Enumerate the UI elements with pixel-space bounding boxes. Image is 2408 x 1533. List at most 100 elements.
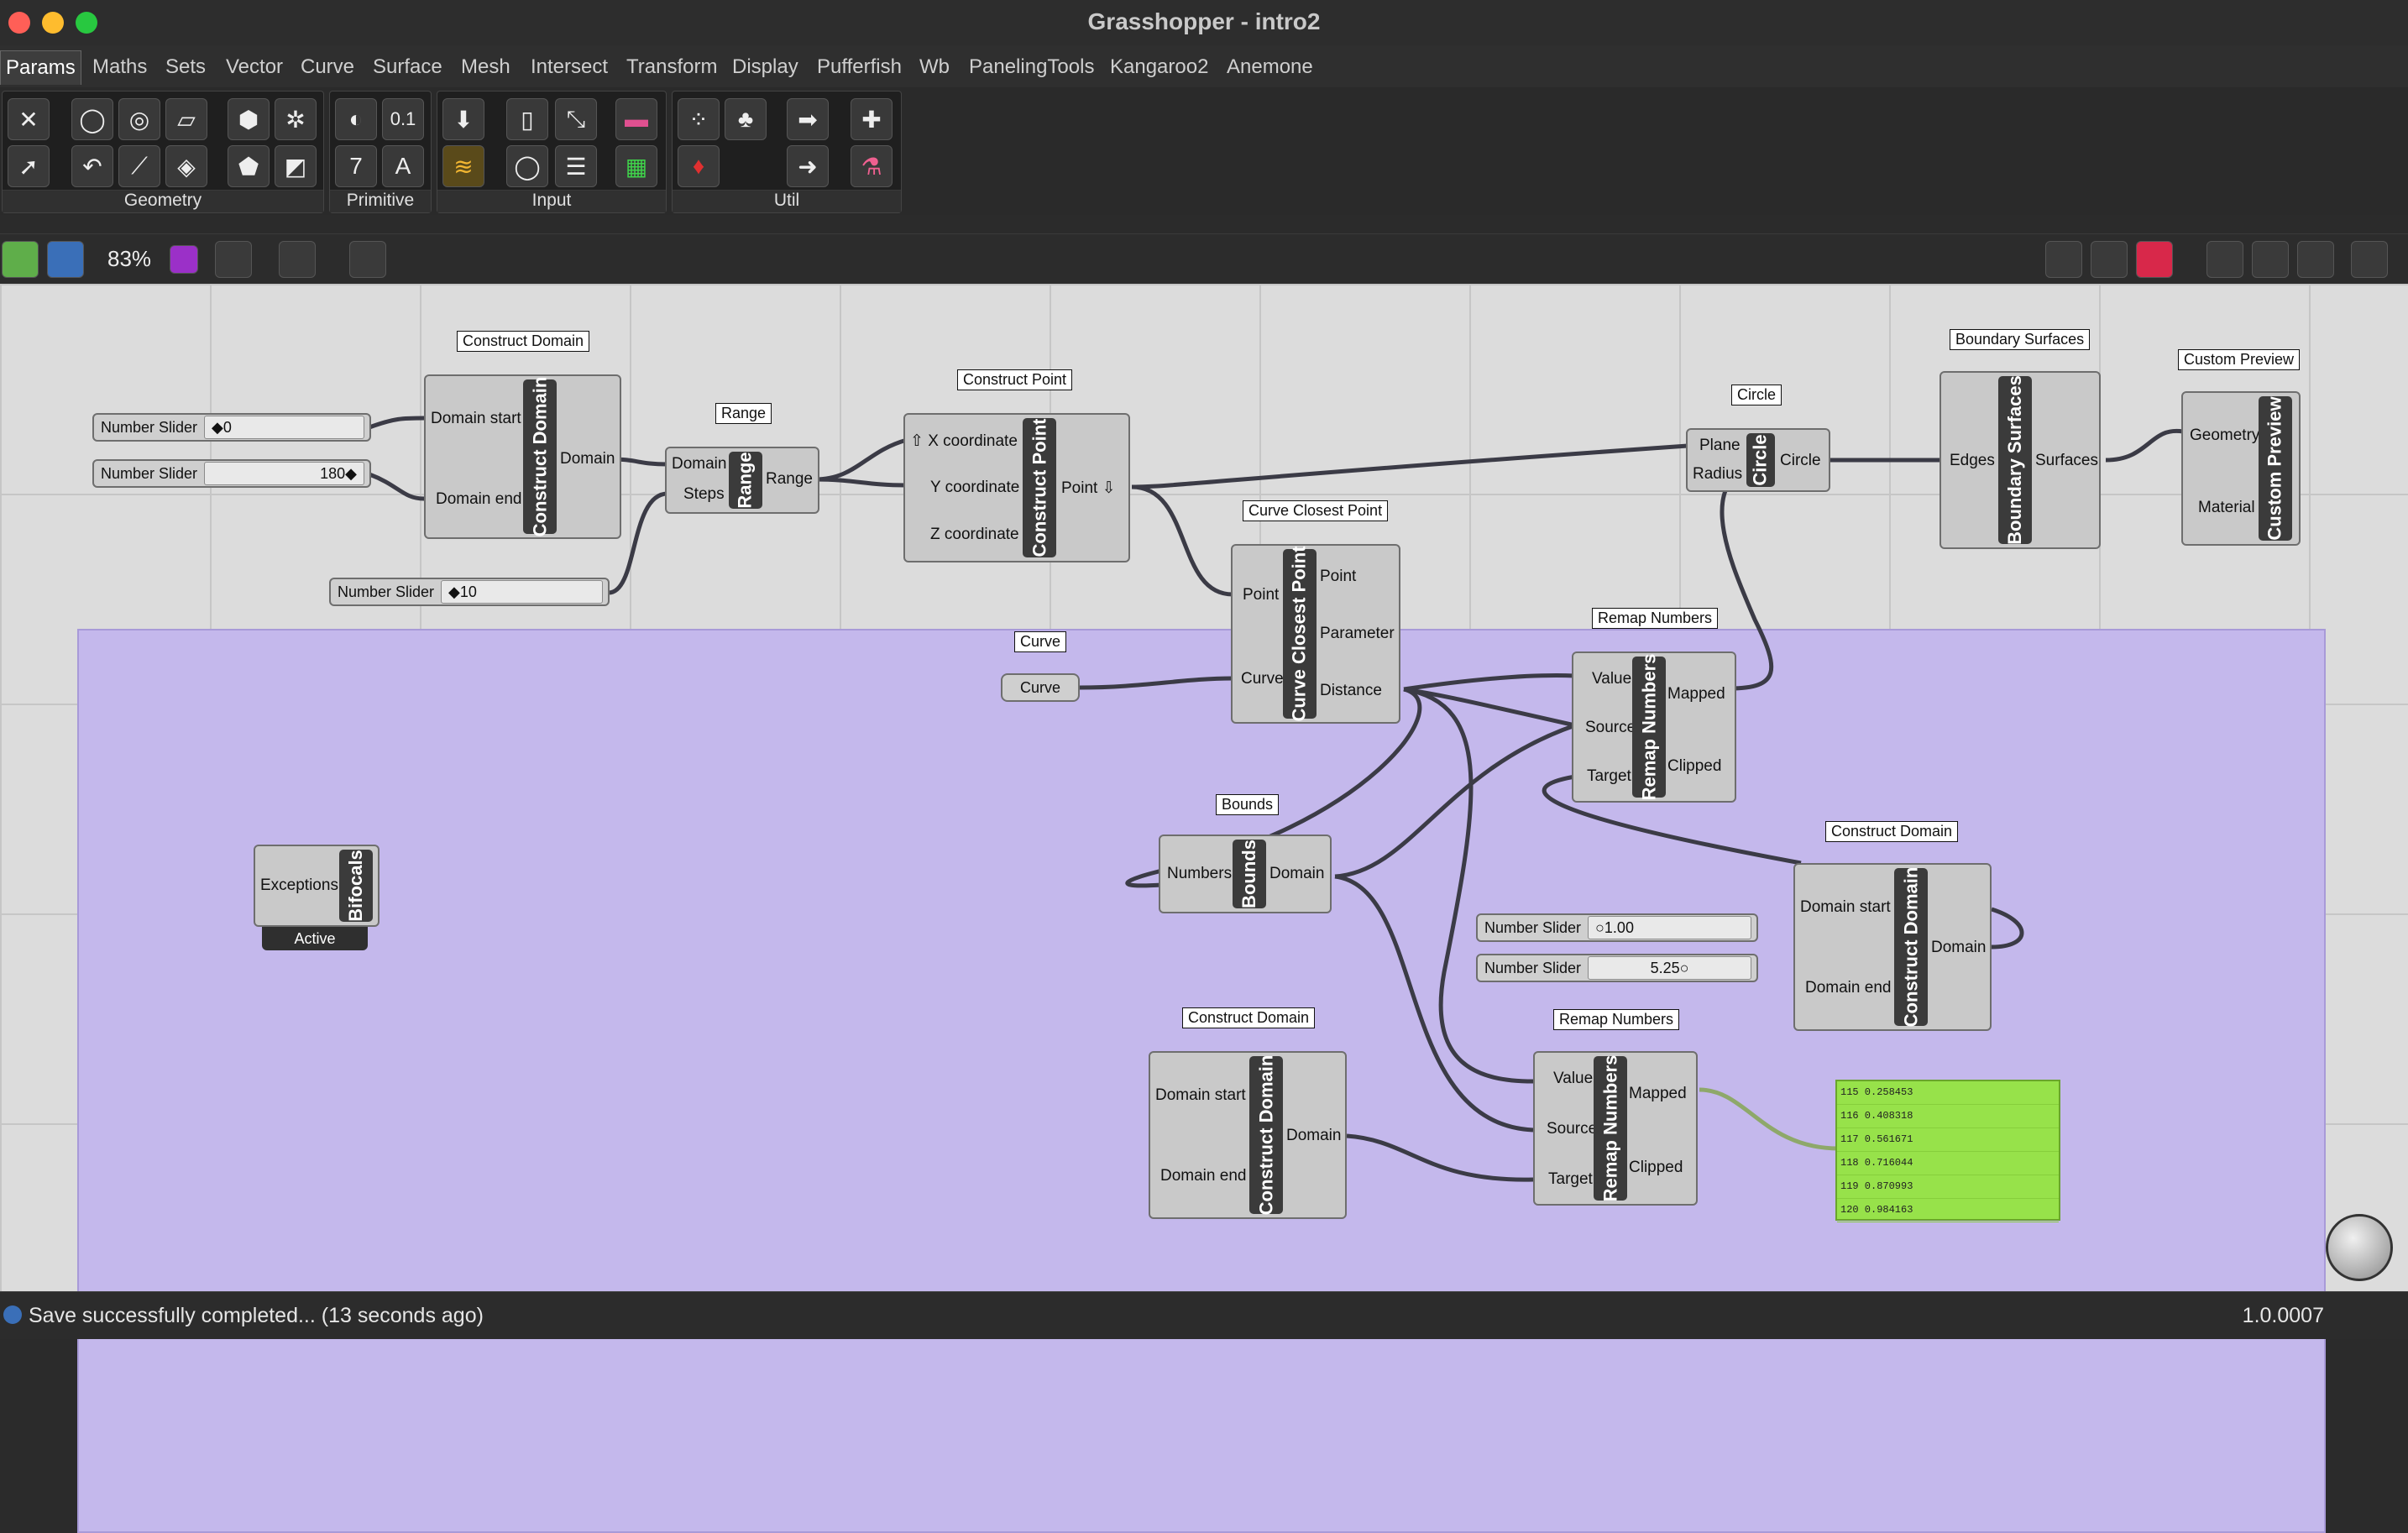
preview-color-icon[interactable] (2297, 241, 2334, 278)
input-y-coordinate[interactable]: Y coordinate (930, 479, 1020, 496)
number-slider-target-end[interactable]: Number Slider 5.25○ (1476, 954, 1758, 982)
input-source[interactable]: Source (1585, 719, 1636, 736)
material-icon[interactable]: ✚ (851, 98, 893, 140)
palette-icon[interactable]: ▦ (615, 145, 657, 187)
component-core[interactable]: Remap Numbers (1594, 1055, 1627, 1201)
bounds-component[interactable]: Numbers Bounds Domain (1159, 835, 1332, 913)
value-list-icon[interactable]: ☰ (555, 145, 597, 187)
line-icon[interactable]: ⟋ (118, 145, 160, 187)
vector-icon[interactable]: ➚ (8, 145, 50, 187)
input-geometry[interactable]: Geometry (2190, 426, 2260, 444)
zoom-extents-icon[interactable] (215, 241, 252, 278)
component-core[interactable]: Construct Domain (1249, 1055, 1283, 1215)
import-icon[interactable]: ⬇ (442, 98, 484, 140)
arc-icon[interactable]: ◎ (118, 98, 160, 140)
component-core[interactable]: Construct Domain (523, 377, 557, 536)
menu-transform[interactable]: Transform (626, 55, 718, 78)
component-core[interactable]: Construct Domain (1894, 867, 1928, 1027)
preview-selected-icon[interactable] (2206, 241, 2243, 278)
output-clipped[interactable]: Clipped (1629, 1159, 1683, 1176)
number-slider-start[interactable]: Number Slider ◆0 (92, 413, 371, 442)
menu-intersect[interactable]: Intersect (531, 55, 609, 78)
menu-surface[interactable]: Surface (373, 55, 442, 78)
output-mapped[interactable]: Mapped (1629, 1085, 1687, 1102)
number-slider-end[interactable]: Number Slider 180◆ (92, 459, 371, 488)
menu-mesh[interactable]: Mesh (461, 55, 510, 78)
toggle-icon[interactable]: ▯ (506, 98, 548, 140)
input-source[interactable]: Source (1547, 1120, 1598, 1138)
input-domain-end[interactable]: Domain end (1160, 1167, 1247, 1185)
plane-icon[interactable]: ▱ (165, 98, 207, 140)
preview-wire-icon[interactable] (2091, 241, 2128, 278)
menu-params[interactable]: Params (0, 50, 81, 85)
component-core[interactable]: Circle (1746, 433, 1775, 487)
input-steps[interactable]: Steps (683, 485, 725, 503)
input-curve[interactable]: Curve (1241, 670, 1284, 688)
mesh-icon[interactable]: ✲ (275, 98, 317, 140)
text-icon[interactable]: A (382, 145, 424, 187)
box-icon[interactable]: ⬢ (228, 98, 270, 140)
input-target[interactable]: Target (1548, 1170, 1593, 1188)
output-range[interactable]: Range (766, 470, 813, 488)
x-icon[interactable]: ✕ (8, 98, 50, 140)
preview-mesh-icon[interactable] (2252, 241, 2289, 278)
menu-vector[interactable]: Vector (226, 55, 284, 78)
output-domain[interactable]: Domain (1286, 1127, 1342, 1144)
input-value[interactable]: Value (1592, 670, 1632, 688)
cherry-icon[interactable]: ♦ (678, 145, 720, 187)
zoom-level[interactable]: 83% (107, 246, 152, 271)
slider-track[interactable]: ○1.00 (1588, 916, 1751, 939)
grasshopper-canvas[interactable]: Number Slider ◆0 Number Slider 180◆ Numb… (0, 284, 2408, 1533)
output-point[interactable]: Point (1320, 568, 1357, 585)
input-target[interactable]: Target (1587, 767, 1631, 785)
dial-icon[interactable]: ◯ (506, 145, 548, 187)
input-domain[interactable]: Domain (672, 455, 727, 473)
arrow-right-icon[interactable]: ➜ (787, 145, 829, 187)
curve-icon[interactable]: ↶ (71, 145, 113, 187)
input-x-coordinate[interactable]: ⇧ X coordinate (910, 432, 1018, 450)
menu-display[interactable]: Display (732, 55, 798, 78)
input-radius[interactable]: Radius (1693, 465, 1743, 483)
input-plane[interactable]: Plane (1699, 437, 1741, 454)
menu-panelingtools[interactable]: PanelingTools (969, 55, 1095, 78)
output-clipped[interactable]: Clipped (1667, 757, 1722, 775)
preview-shaded-icon[interactable] (2136, 241, 2173, 278)
input-material[interactable]: Material (2198, 499, 2255, 516)
input-numbers[interactable]: Numbers (1167, 865, 1233, 882)
input-z-coordinate[interactable]: Z coordinate (930, 526, 1019, 543)
preview-eye-icon[interactable] (279, 241, 316, 278)
input-domain-start[interactable]: Domain start (431, 410, 521, 427)
input-domain-start[interactable]: Domain start (1800, 898, 1891, 916)
number-slider-target-start[interactable]: Number Slider ○1.00 (1476, 913, 1758, 942)
output-panel[interactable]: 115 0.258453 116 0.408318 117 0.561671 1… (1835, 1080, 2060, 1222)
input-domain-end[interactable]: Domain end (1805, 979, 1892, 997)
boundary-surfaces-component[interactable]: Edges Boundary Surfaces Surfaces (1939, 371, 2101, 549)
brep-icon[interactable]: ⬟ (228, 145, 270, 187)
new-file-icon[interactable] (2, 241, 39, 278)
output-distance[interactable]: Distance (1320, 682, 1382, 699)
construct-point-component[interactable]: ⇧ X coordinate Y coordinate Z coordinate… (903, 413, 1130, 562)
sketch-pen-icon[interactable] (349, 241, 386, 278)
curve-parameter[interactable]: Curve (1001, 673, 1080, 702)
construct-domain-component[interactable]: Domain start Domain end Construct Domain… (424, 374, 621, 539)
slider-track[interactable]: 5.25○ (1588, 956, 1751, 980)
graph-icon[interactable]: ≋ (442, 145, 484, 187)
range-component[interactable]: Domain Steps Range Range (665, 447, 819, 514)
output-point[interactable]: Point ⇩ (1061, 479, 1116, 497)
integer-icon[interactable]: ◐ (335, 98, 377, 140)
component-core[interactable]: Bounds (1233, 840, 1266, 908)
scatter-icon[interactable]: ⁘ (678, 98, 720, 140)
output-domain[interactable]: Domain (560, 450, 615, 468)
custom-preview-component[interactable]: Geometry Material Custom Preview (2181, 391, 2301, 546)
menu-curve[interactable]: Curve (301, 55, 355, 78)
input-point[interactable]: Point (1243, 586, 1280, 604)
output-mapped[interactable]: Mapped (1667, 685, 1725, 703)
surface-icon[interactable]: ◈ (165, 145, 207, 187)
output-circle[interactable]: Circle (1780, 452, 1821, 469)
remap-numbers-component[interactable]: Value Source Target Remap Numbers Mapped… (1533, 1051, 1698, 1206)
menu-anemone[interactable]: Anemone (1227, 55, 1313, 78)
tree-icon[interactable]: ♣ (725, 98, 767, 140)
output-domain[interactable]: Domain (1931, 939, 1987, 956)
output-surfaces[interactable]: Surfaces (2035, 452, 2098, 469)
circle-icon[interactable]: ◯ (71, 98, 113, 140)
